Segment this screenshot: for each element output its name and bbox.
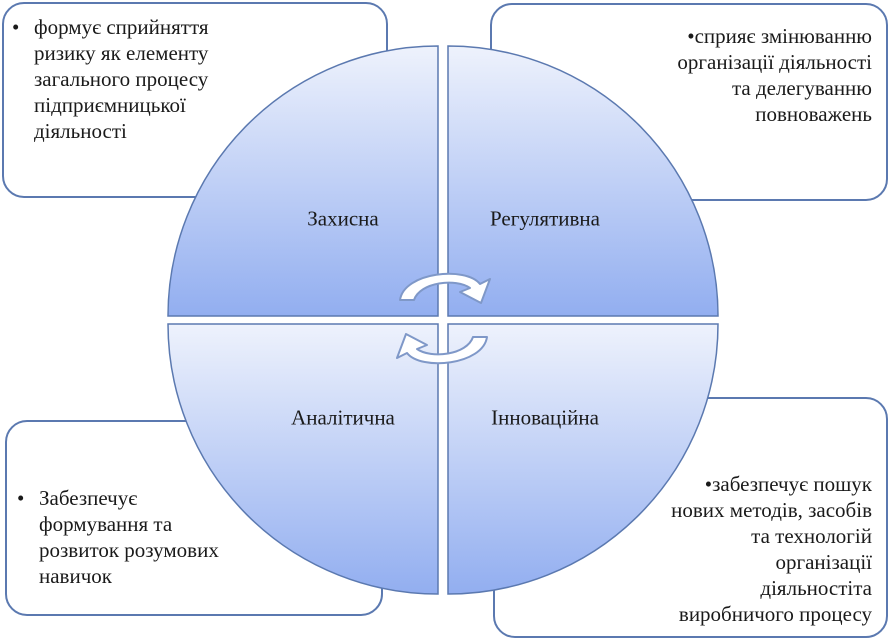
text-line: загального процесу <box>34 67 209 91</box>
text-line: формує сприйняття <box>34 15 209 39</box>
text-line: та технологій <box>751 524 872 548</box>
text-line: діяльності <box>34 119 127 143</box>
text-line: •сприяє змінюванню <box>687 24 872 48</box>
text-line: нових методів, засобів <box>671 498 872 522</box>
cycle-arrow-bottom-icon <box>396 333 488 365</box>
quadrant-label-regulatory: Регулятивна <box>490 206 600 231</box>
text-line: виробничого процесу <box>678 602 872 626</box>
bullet-marker: • <box>12 15 20 39</box>
text-line: організації діяльності <box>677 50 872 74</box>
innovative-description: •забезпечує пошук нових методів, засобів… <box>602 471 872 627</box>
protective-description: • формує сприйняття ризику як елементу з… <box>12 14 372 144</box>
text-line: •забезпечує пошук <box>704 472 872 496</box>
segment-top-left <box>167 45 439 317</box>
text-line: та делегуванню <box>731 76 872 100</box>
quadrant-label-analytical: Аналітична <box>291 405 395 430</box>
text-line: діяльностіта <box>760 576 872 600</box>
regulatory-description: •сприяє змінюванню організації діяльност… <box>612 23 872 127</box>
text-line: Забезпечує <box>39 486 138 510</box>
segment-bottom-left <box>167 323 439 595</box>
text-line: підприємницької <box>34 93 186 117</box>
quadrant-label-protective: Захисна <box>307 206 379 231</box>
cycle-arrow-top-icon <box>399 272 491 304</box>
bullet-marker: • <box>17 486 25 510</box>
text-line: організації <box>775 550 872 574</box>
text-line: повноважень <box>755 102 872 126</box>
text-line: навичок <box>39 564 112 588</box>
text-line: формування та <box>39 512 173 536</box>
quadrant-label-innovative: Інноваційна <box>491 405 599 430</box>
segment-bottom-right <box>447 323 719 595</box>
analytical-description: • Забезпечує формування та розвиток розу… <box>17 485 347 589</box>
text-line: розвиток розумових <box>39 538 219 562</box>
segment-top-right <box>447 45 719 317</box>
text-line: ризику як елементу <box>34 41 209 65</box>
